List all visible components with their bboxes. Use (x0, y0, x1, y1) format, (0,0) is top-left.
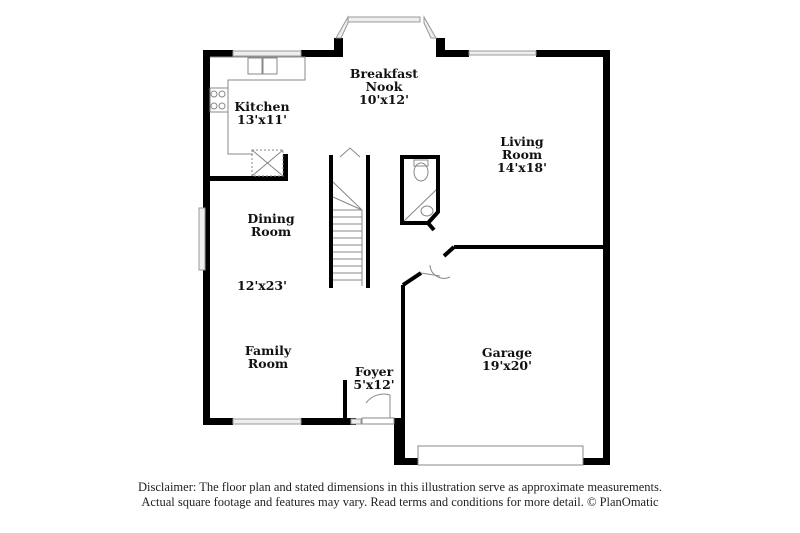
room-name: Family (244, 343, 292, 358)
room-label-kitchen: Kitchen 13'x11' (234, 100, 289, 126)
room-label-living-room: Living Room 14'x18' (497, 135, 547, 174)
room-label-family-room: Family Room (245, 344, 291, 370)
room-name: Dining (247, 211, 295, 226)
room-name: Room (250, 224, 292, 239)
room-dimension: 19'x20' (482, 358, 532, 373)
room-name: Nook (365, 79, 403, 94)
room-name: Room (501, 147, 543, 162)
room-label-dining-room: Dining Room (247, 212, 294, 238)
room-label-breakfast-nook: Breakfast Nook 10'x12' (350, 67, 418, 106)
disclaimer-line-1: Disclaimer: The floor plan and stated di… (138, 480, 662, 494)
room-dimension: 14'x18' (497, 160, 547, 175)
room-name: Breakfast (349, 66, 419, 81)
disclaimer-line-2: Actual square footage and features may v… (141, 495, 659, 509)
fixtures (209, 56, 584, 466)
room-name: Living (500, 134, 544, 149)
room-label-garage: Garage 19'x20' (482, 346, 532, 372)
room-name: Garage (481, 345, 533, 360)
room-name: Room (247, 356, 289, 371)
disclaimer: Disclaimer: The floor plan and stated di… (0, 480, 800, 510)
room-dimension: 13'x11' (237, 112, 287, 127)
room-dimension-dining-family: 12'x23' (237, 279, 287, 292)
windows (198, 15, 537, 425)
room-dimension: 10'x12' (359, 92, 409, 107)
room-label-foyer: Foyer 5'x12' (353, 365, 394, 391)
room-dimension: 5'x12' (353, 377, 395, 392)
room-dimension: 12'x23' (237, 278, 287, 293)
room-name: Kitchen (234, 99, 290, 114)
diagonal-walls (401, 210, 456, 287)
room-name: Foyer (354, 364, 394, 379)
exterior-walls (203, 38, 610, 465)
